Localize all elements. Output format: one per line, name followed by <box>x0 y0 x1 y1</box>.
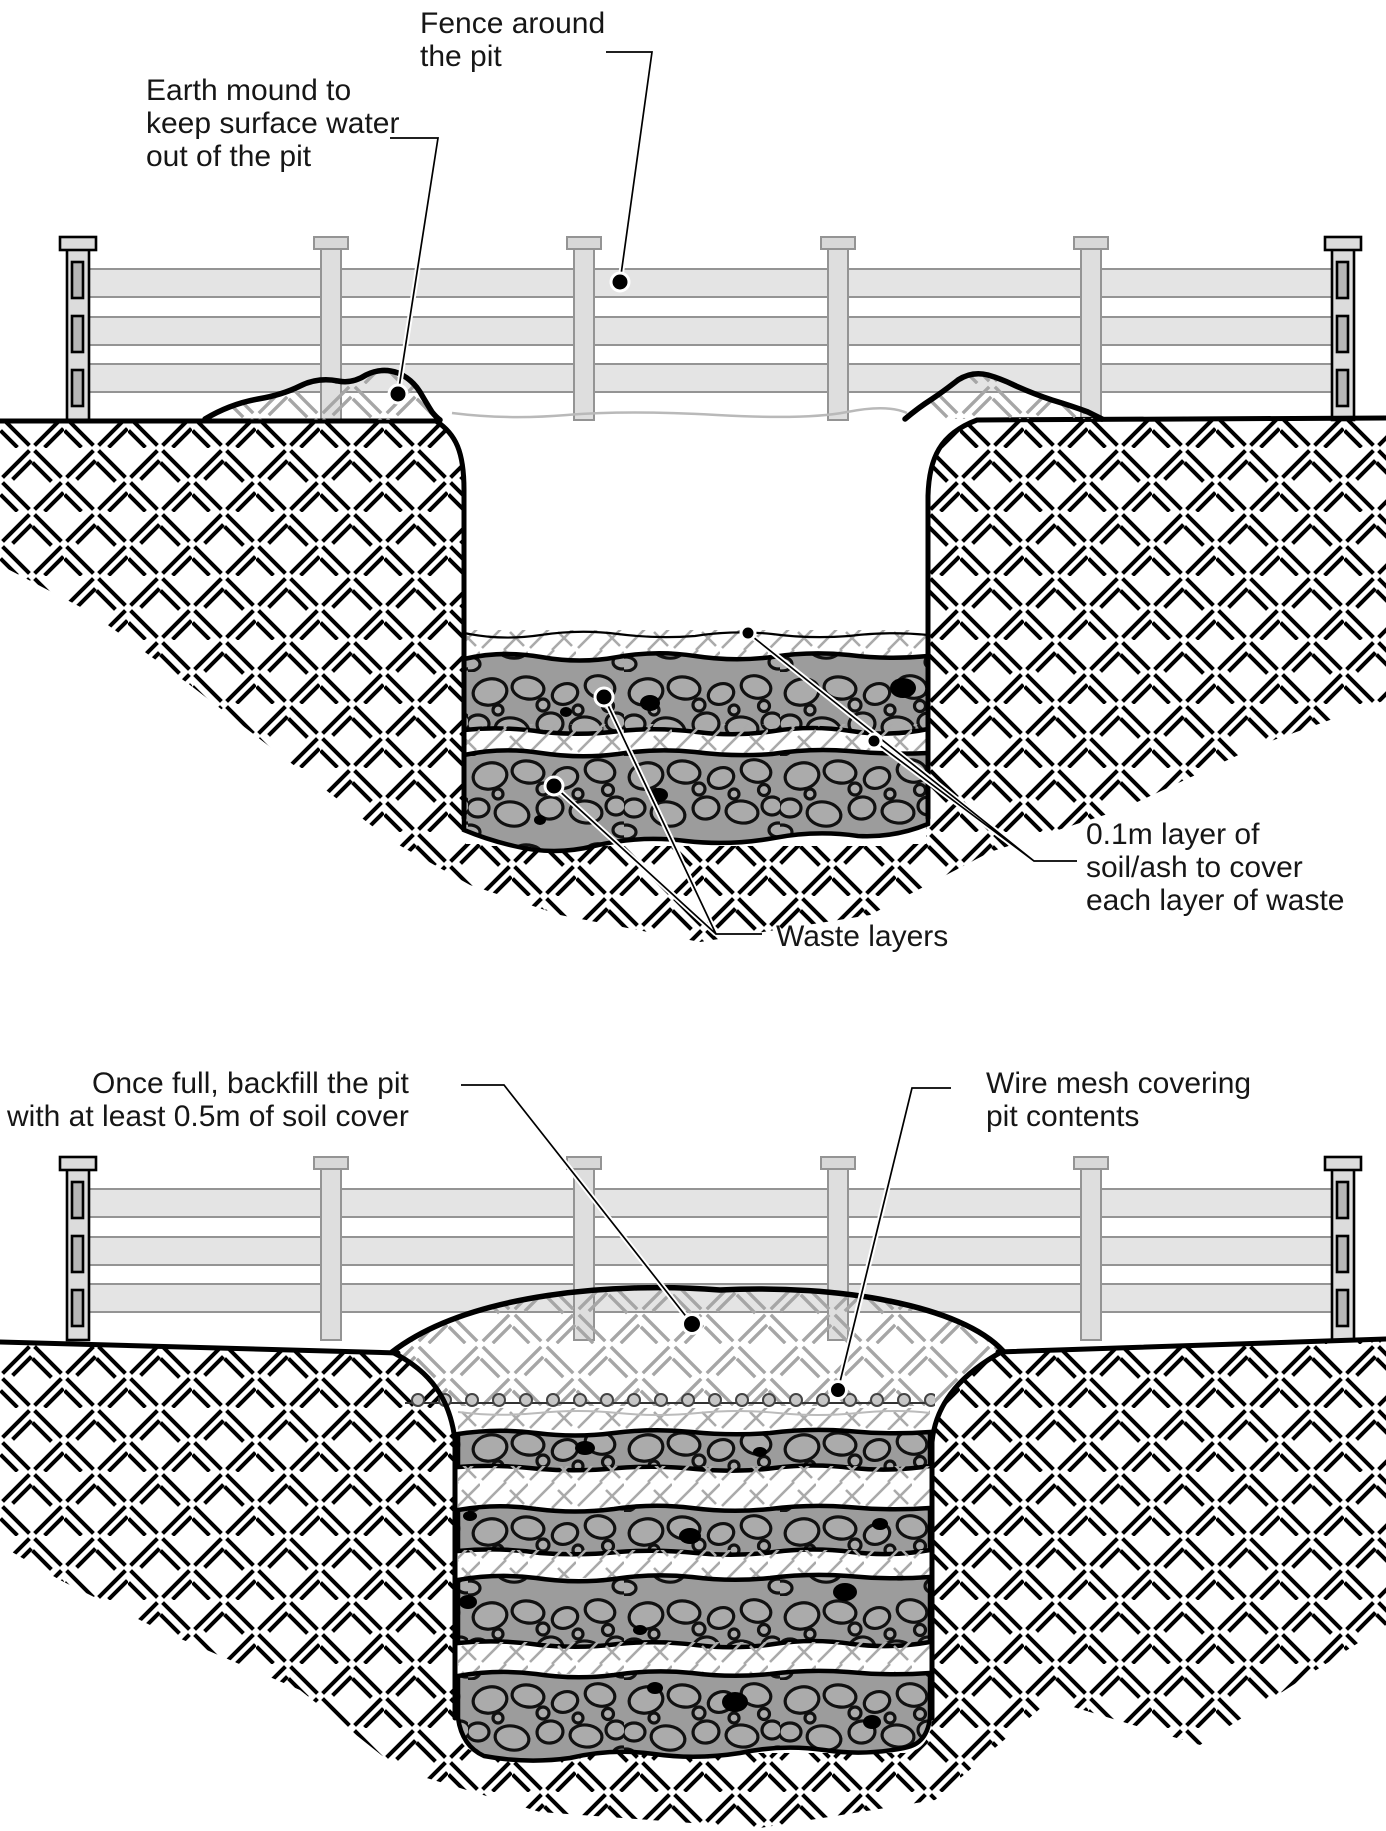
ash-sliver <box>458 1408 930 1430</box>
ground-hatch <box>0 418 1386 942</box>
leader-dot <box>387 271 883 797</box>
fence-end-post <box>58 1155 1363 1342</box>
label-soil-ash-line-3: each layer of waste <box>1086 884 1344 917</box>
earth-mound-right <box>902 371 1105 422</box>
waste-band-d <box>455 1668 933 1763</box>
waste-debris <box>534 678 916 825</box>
leader-lines-bottom <box>461 1083 951 1400</box>
ash-sliver-line <box>457 1410 931 1416</box>
ash-band-2 <box>458 1550 930 1578</box>
soil-ash-top-line <box>463 630 929 639</box>
label-waste-layers: Waste layers <box>776 920 948 953</box>
label-wire-mesh-line-1: Wire mesh covering <box>986 1067 1251 1100</box>
waste-pit <box>461 424 931 854</box>
ground-surface-line <box>0 415 1386 821</box>
top-panel: Fence around the pit Earth mound to keep… <box>0 7 1386 953</box>
wire-mesh <box>405 1392 935 1408</box>
leader-dot <box>681 1313 848 1400</box>
label-earth-mound-line-3: out of the pit <box>146 140 312 173</box>
back-ground-line <box>451 407 908 419</box>
backfill-dome <box>389 1284 1006 1406</box>
ash-band-3 <box>458 1642 930 1674</box>
fence <box>58 235 1363 422</box>
label-wire-mesh-line-2: pit contents <box>986 1100 1139 1133</box>
label-fence-line-2: the pit <box>420 40 502 73</box>
label-earth-mound-line-2: keep surface water <box>146 107 399 140</box>
label-fence-line-1: Fence around <box>420 7 605 40</box>
label-backfill-line-1: Once full, backfill the pit <box>92 1067 409 1100</box>
waste-debris <box>459 1441 888 1729</box>
label-backfill-line-2: with at least 0.5m of soil cover <box>6 1100 409 1133</box>
top-labels: Fence around the pit Earth mound to keep… <box>146 7 1344 953</box>
ground-hatch-bottom <box>0 1340 1386 1828</box>
backfilled-pit <box>455 1408 933 1763</box>
ground-surface-line-bottom <box>0 1336 1386 1721</box>
leader-lines-top <box>387 51 1077 937</box>
waste-band-2 <box>461 747 931 854</box>
label-soil-ash-line-1: 0.1m layer of <box>1086 818 1260 851</box>
bottom-panel: Once full, backfill the pit with at leas… <box>0 1067 1386 1828</box>
fence-rail <box>87 268 1335 393</box>
label-earth-mound-line-1: Earth mound to <box>146 74 351 107</box>
ash-band-1 <box>458 1466 930 1510</box>
waste-band-a <box>455 1427 933 1474</box>
waste-band-c <box>455 1572 933 1650</box>
bottom-labels: Once full, backfill the pit with at leas… <box>6 1067 1251 1133</box>
label-soil-ash-line-2: soil/ash to cover <box>1086 851 1303 884</box>
earth-mound-left <box>202 367 443 423</box>
